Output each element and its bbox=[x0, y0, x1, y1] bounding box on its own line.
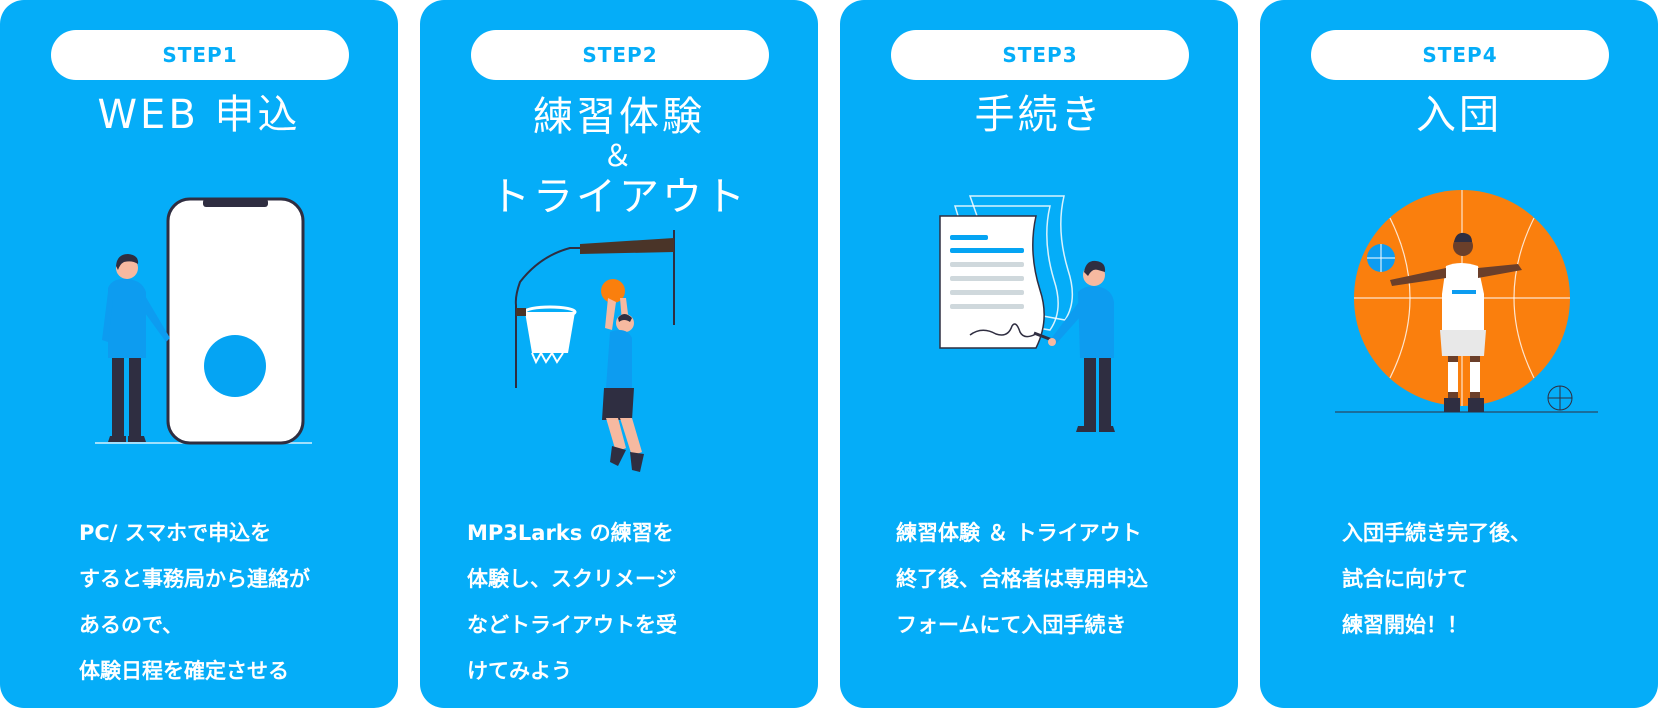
step-title-line: ＆ bbox=[602, 139, 636, 174]
step-title: 入団 bbox=[1260, 90, 1658, 140]
step-description: PC/ スマホで申込を すると事務局から連絡が あるので、 体験日程を確定させる bbox=[0, 510, 398, 694]
step-label-pill: STEP4 bbox=[1311, 30, 1609, 80]
description-line: けてみよう bbox=[467, 659, 572, 683]
description-line: などトライアウトを受 bbox=[467, 613, 677, 637]
step-title-line: 入団 bbox=[1416, 92, 1502, 138]
step-card-4: STEP4 入団 bbox=[1260, 0, 1658, 708]
step-description: MP3Larks の練習を 体験し、スクリメージ などトライアウトを受 けてみよ… bbox=[420, 510, 818, 694]
description-line: 体験し、スクリメージ bbox=[467, 567, 677, 591]
step-title: 練習体験 ＆ トライアウト bbox=[420, 92, 818, 222]
step-card-1: STEP1 WEB 申込 PC/ スマホで申込を すると事務局から連絡が bbox=[0, 0, 398, 708]
step-label-pill: STEP1 bbox=[51, 30, 349, 80]
step-card-3: STEP3 手続き bbox=[840, 0, 1238, 708]
description-line: 練習体験 ＆ トライアウト bbox=[896, 521, 1142, 545]
description-line: フォームにて入団手続き bbox=[896, 613, 1127, 637]
basketball-shot-illustration bbox=[514, 230, 675, 472]
step-label-pill: STEP3 bbox=[891, 30, 1189, 80]
description-line: 終了後、合格者は専用申込 bbox=[896, 567, 1148, 591]
description-line: 体験日程を確定させる bbox=[79, 659, 289, 683]
smartphone-signup-illustration bbox=[95, 197, 312, 445]
step-title-line: WEB 申込 bbox=[97, 92, 301, 138]
step-title: WEB 申込 bbox=[0, 90, 398, 140]
description-line: PC/ スマホで申込を bbox=[79, 521, 272, 545]
step-title-line: 手続き bbox=[974, 92, 1104, 138]
description-line: あるので、 bbox=[79, 613, 184, 637]
description-line: 練習開始！！ bbox=[1342, 613, 1468, 637]
description-line: すると事務局から連絡が bbox=[79, 567, 310, 591]
document-signing-illustration bbox=[939, 195, 1115, 432]
step-description: 練習体験 ＆ トライアウト 終了後、合格者は専用申込 フォームにて入団手続き bbox=[840, 510, 1238, 648]
description-line: MP3Larks の練習を bbox=[467, 521, 674, 545]
step-title-line: 練習体験 bbox=[533, 94, 705, 140]
step-card-2: STEP2 練習体験 ＆ トライアウト bbox=[420, 0, 818, 708]
basketball-player-illustration bbox=[1335, 190, 1598, 413]
description-line: 入団手続き完了後、 bbox=[1342, 521, 1531, 545]
step-label-pill: STEP2 bbox=[471, 30, 769, 80]
step-title-line: トライアウト bbox=[490, 174, 748, 220]
step-description: 入団手続き完了後、 試合に向けて 練習開始！！ bbox=[1260, 510, 1658, 648]
step-title: 手続き bbox=[840, 90, 1238, 140]
description-line: 試合に向けて bbox=[1342, 567, 1468, 591]
